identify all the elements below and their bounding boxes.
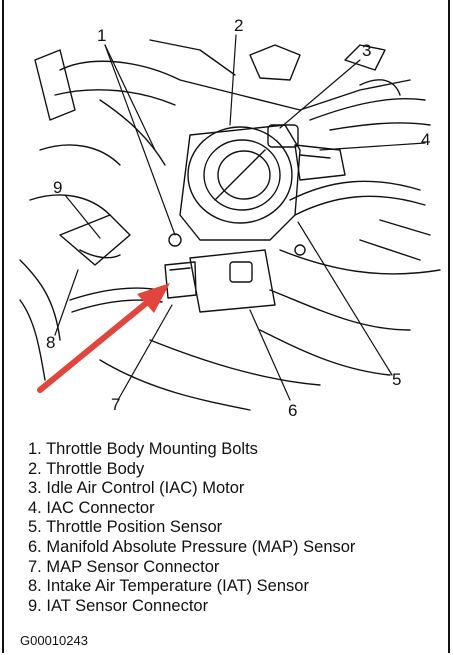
legend-number: 1. <box>28 440 42 458</box>
lower-piping <box>99 180 441 411</box>
callout-8: 8 <box>46 333 56 352</box>
legend-text: Intake Air Temperature (IAT) Sensor <box>46 577 309 596</box>
highlight-arrow <box>37 283 170 393</box>
legend-text: MAP Sensor Connector <box>46 557 220 576</box>
callout-6: 6 <box>288 401 298 420</box>
legend-number: 6. <box>28 537 42 556</box>
legend-number: 8. <box>28 577 42 596</box>
legend-number: 2. <box>28 459 42 478</box>
leader-lines <box>54 34 426 401</box>
legend-number: 4. <box>28 498 42 517</box>
legend-item: 1. Throttle Body Mounting Bolts <box>28 440 355 460</box>
figure-code: G00010243 <box>20 633 88 648</box>
map-sensor <box>164 249 276 313</box>
callout-3: 3 <box>362 41 372 60</box>
legend-text: Idle Air Control (IAC) Motor <box>46 479 245 498</box>
callout-2: 2 <box>234 16 244 35</box>
legend-item: 3. Idle Air Control (IAC) Motor <box>28 479 355 499</box>
engine-illustration <box>19 34 441 411</box>
throttle-body <box>179 124 301 241</box>
callout-1: 1 <box>97 26 107 45</box>
legend-item: 2. Throttle Body <box>28 460 355 480</box>
legend-number: 9. <box>28 596 42 615</box>
legend-text: IAC Connector <box>46 498 155 517</box>
legend-item: 6. Manifold Absolute Pressure (MAP) Sens… <box>28 538 355 558</box>
legend-text: Throttle Body <box>46 459 145 478</box>
legend-item: 4. IAC Connector <box>28 499 355 519</box>
legend-text: Manifold Absolute Pressure (MAP) Sensor <box>46 537 356 556</box>
intake-manifold <box>29 39 431 216</box>
legend-item: 9. IAT Sensor Connector <box>28 597 355 617</box>
legend-number: 5. <box>28 518 42 537</box>
callout-9: 9 <box>53 178 63 197</box>
legend-number: 3. <box>28 479 42 498</box>
callout-7: 7 <box>111 395 121 414</box>
legend-item: 8. Intake Air Temperature (IAT) Sensor <box>28 577 355 597</box>
legend-text: Throttle Position Sensor <box>46 518 223 537</box>
legend-item: 7. MAP Sensor Connector <box>28 558 355 578</box>
callout-4: 4 <box>421 130 431 149</box>
parts-legend: 1. Throttle Body Mounting Bolts 2. Throt… <box>28 440 355 616</box>
legend-text: Throttle Body Mounting Bolts <box>46 440 258 458</box>
callout-5: 5 <box>392 370 402 389</box>
legend-text: IAT Sensor Connector <box>46 596 209 615</box>
legend-number: 7. <box>28 557 42 576</box>
legend-item: 5. Throttle Position Sensor <box>28 518 355 538</box>
